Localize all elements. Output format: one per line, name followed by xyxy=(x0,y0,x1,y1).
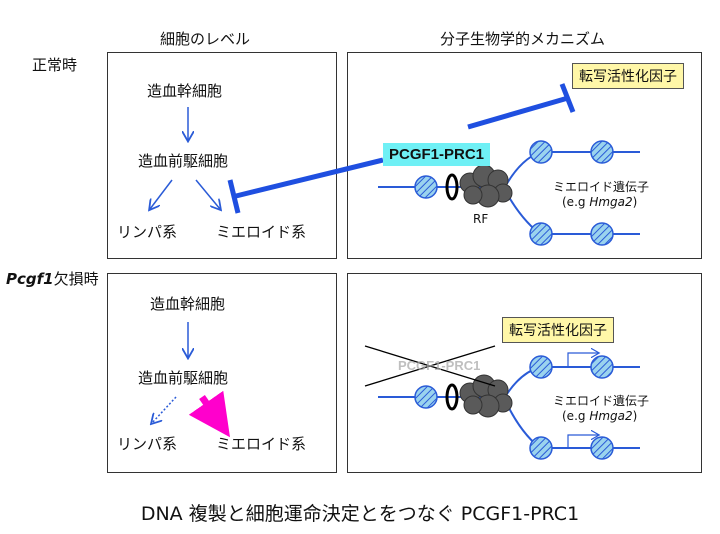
label-hsc: 造血幹細胞 xyxy=(147,82,223,100)
label-progenitor: 造血前駆細胞 xyxy=(138,152,229,170)
ko-label-progenitor: 造血前駆細胞 xyxy=(138,369,229,387)
nucleosome-icon xyxy=(414,385,438,409)
ko-genes-label: ミエロイド遺伝子 xyxy=(553,394,650,408)
nucleosome-icon xyxy=(529,436,553,460)
nucleosome-icon xyxy=(529,140,553,164)
molecular-header: 分子生物学的メカニズム xyxy=(440,30,606,48)
cell-level-header: 細胞のレベル xyxy=(160,30,251,48)
nucleosome-icon xyxy=(590,436,614,460)
arrow-ko-to-myeloid-magenta xyxy=(188,390,230,438)
knockout-gene: Pcgf1 xyxy=(6,270,54,288)
nucleosome-icon xyxy=(590,355,614,379)
nucleosome-icon xyxy=(590,140,614,164)
genes-example: (e.g Hmga2) xyxy=(562,195,637,209)
knockout-suffix: 欠損時 xyxy=(53,270,99,288)
cross-out-line xyxy=(364,345,496,387)
panel-ko-cells xyxy=(107,273,337,473)
genes-example-gene: Hmga2 xyxy=(589,195,633,209)
inhibit-prc1-myeloid-bar xyxy=(227,179,241,214)
ko-label-hsc: 造血幹細胞 xyxy=(150,295,226,313)
rf-cloud-icon xyxy=(459,374,513,418)
rf-cloud-icon xyxy=(459,164,513,208)
transcription-arrow-icon xyxy=(567,353,598,367)
caption: DNA 複製と細胞運命決定とをつなぐ PCGF1-PRC1 xyxy=(140,503,580,525)
label-lymphoid: リンパ系 xyxy=(117,223,178,241)
label-myeloid: ミエロイド系 xyxy=(216,223,307,241)
rf-label: RF xyxy=(473,212,489,226)
ko-label-lymphoid: リンパ系 xyxy=(117,435,178,453)
nucleosome-icon xyxy=(414,175,438,199)
nucleosome-icon xyxy=(590,222,614,246)
ko-prc1-faded: PCGF1-PRC1 xyxy=(398,358,481,373)
arrow-ko-to-lymphoid-dotted xyxy=(152,396,177,423)
panel-normal-cells xyxy=(107,52,337,259)
ko-genes-example-gene: Hmga2 xyxy=(589,409,633,423)
nucleosome-icon xyxy=(529,355,553,379)
prc1-box: PCGF1-PRC1 xyxy=(383,143,491,166)
transcription-arrow-icon xyxy=(567,435,598,448)
tf-box: 転写活性化因子 xyxy=(572,63,684,89)
replication-ring-icon xyxy=(445,383,459,411)
arrow-progenitor-to-myeloid xyxy=(195,179,220,209)
inhibit-prc1-myeloid-line xyxy=(235,157,384,199)
ko-genes-example: (e.g Hmga2) xyxy=(562,409,637,423)
inhibit-prc1-tf-bar xyxy=(559,83,576,113)
ko-tf-box: 転写活性化因子 xyxy=(502,317,614,343)
genes-label: ミエロイド遺伝子 xyxy=(553,180,650,194)
nucleosome-icon xyxy=(529,222,553,246)
inhibit-prc1-tf-line xyxy=(467,95,569,130)
arrow-progenitor-to-lymphoid xyxy=(150,179,173,209)
ko-genes-example-suffix: ) xyxy=(632,409,638,423)
ko-genes-example-prefix: (e.g xyxy=(562,409,590,423)
replication-ring-icon xyxy=(445,173,459,201)
knockout-label: Pcgf1欠損時 xyxy=(6,268,99,289)
ko-label-myeloid: ミエロイド系 xyxy=(216,435,307,453)
genes-example-prefix: (e.g xyxy=(562,195,590,209)
genes-example-suffix: ) xyxy=(632,195,638,209)
normal-label: 正常時 xyxy=(32,56,78,74)
